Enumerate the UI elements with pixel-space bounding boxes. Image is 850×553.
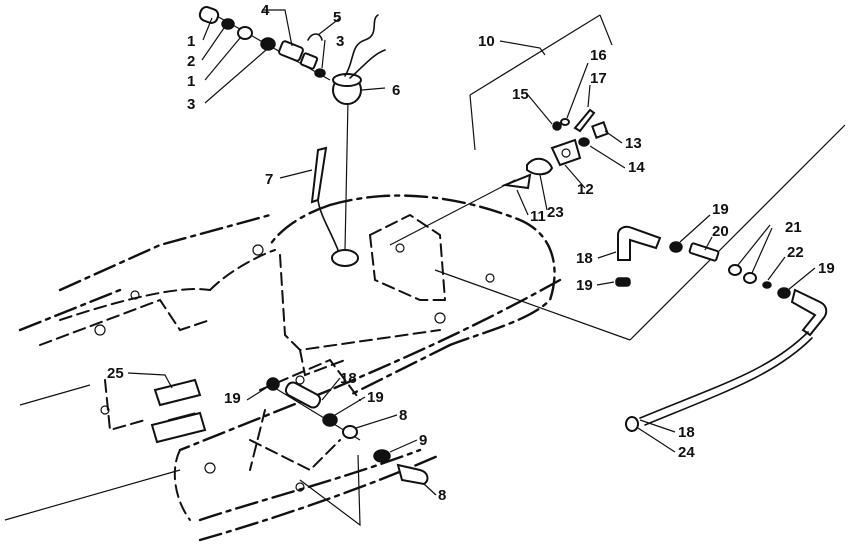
callout-8b: 8 xyxy=(438,487,446,504)
callout-8a: 8 xyxy=(399,407,407,424)
washer-part-16 xyxy=(560,118,570,126)
washer-part-9 xyxy=(373,449,391,463)
callout-16: 16 xyxy=(590,47,607,64)
callout-20: 20 xyxy=(712,223,729,240)
callout-19b: 19 xyxy=(818,260,835,277)
cone-part-11 xyxy=(501,173,532,190)
washer-part-14 xyxy=(578,137,590,147)
callout-25: 25 xyxy=(107,365,124,382)
sleeve-part-4 xyxy=(278,40,304,62)
tube-part-18b xyxy=(284,381,322,409)
bracket-assembly xyxy=(501,108,609,190)
callout-14: 14 xyxy=(628,159,645,176)
washer-part-3 xyxy=(260,37,276,51)
bracket-part-25 xyxy=(150,378,207,444)
knob-part-1 xyxy=(198,6,220,24)
callout-6: 6 xyxy=(392,82,400,99)
handle-part-7 xyxy=(310,146,339,251)
bolt-part-8b xyxy=(396,463,429,486)
washer-part-21b xyxy=(743,272,757,284)
cable-part-18c xyxy=(639,331,809,419)
callout-1b: 1 xyxy=(187,73,195,90)
grommet xyxy=(331,249,359,267)
callout-18c: 18 xyxy=(678,424,695,441)
lower-cable-assembly xyxy=(266,377,429,486)
washer-part-3b xyxy=(314,68,326,78)
cable-assembly xyxy=(615,225,828,432)
nut-part-19a xyxy=(669,241,683,253)
callout-3b: 3 xyxy=(336,33,344,50)
callout-10: 10 xyxy=(478,33,495,50)
callout-labels: 1 2 1 3 4 5 3 6 7 10 16 17 15 13 14 12 2… xyxy=(107,2,835,504)
nut-part-19e xyxy=(322,413,338,427)
bolt-part-17 xyxy=(573,108,596,133)
nut-part-19d xyxy=(266,377,280,391)
callout-pointers xyxy=(127,9,816,496)
callout-1a: 1 xyxy=(187,33,195,50)
callout-7: 7 xyxy=(265,171,273,188)
callout-19c: 19 xyxy=(576,277,593,294)
switch-wire xyxy=(344,14,379,77)
callout-9: 9 xyxy=(419,432,427,449)
switch-assembly xyxy=(198,6,386,267)
washer-part-1 xyxy=(221,18,235,30)
callout-24: 24 xyxy=(678,444,695,461)
callout-19d: 19 xyxy=(224,390,241,407)
nut-part-19c xyxy=(615,277,631,287)
callout-23: 23 xyxy=(547,204,564,221)
callout-5: 5 xyxy=(333,9,341,26)
clip-part-5 xyxy=(307,33,323,41)
callout-21: 21 xyxy=(785,219,802,236)
washer-part-8a xyxy=(342,425,358,439)
elbow-part-18 xyxy=(617,225,662,261)
callout-11: 11 xyxy=(530,208,546,225)
callout-18b: 18 xyxy=(340,370,357,387)
callout-17: 17 xyxy=(590,70,607,87)
callout-13: 13 xyxy=(625,135,642,152)
end-part-24 xyxy=(625,416,639,432)
callout-19e: 19 xyxy=(367,389,384,406)
ring-part-23 xyxy=(526,157,554,176)
callout-18a: 18 xyxy=(576,250,593,267)
callout-15: 15 xyxy=(512,86,529,103)
callout-12: 12 xyxy=(577,181,594,198)
nut-part-2 xyxy=(237,26,253,40)
hood-outline xyxy=(4,194,562,542)
washer-part-22 xyxy=(762,281,772,289)
leader-lines xyxy=(214,14,846,527)
callout-22: 22 xyxy=(787,244,804,261)
elbow-part-18b xyxy=(790,288,828,337)
nut-part-13 xyxy=(591,121,609,139)
nut-part-15 xyxy=(552,121,562,131)
bracket-part-12 xyxy=(550,138,582,167)
callout-4: 4 xyxy=(261,2,270,19)
callout-2: 2 xyxy=(187,53,195,70)
washer-part-21a xyxy=(728,264,742,276)
fitting-part-20 xyxy=(688,242,720,262)
callout-19a: 19 xyxy=(712,201,729,218)
nut-part-19b xyxy=(777,287,791,299)
callout-3a: 3 xyxy=(187,96,195,113)
